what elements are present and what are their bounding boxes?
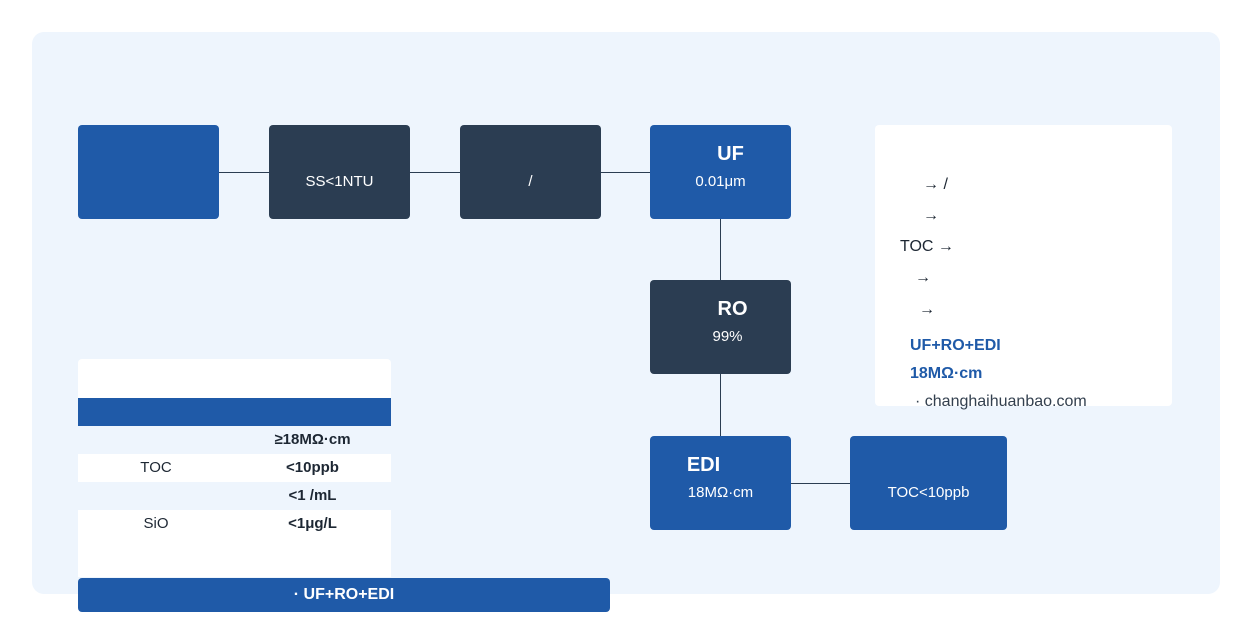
stage-sub: SS<1NTU: [305, 173, 374, 190]
stage-title: EDI: [686, 454, 721, 476]
connector-edi-out: [791, 483, 850, 484]
table-value: <1μg/L: [288, 515, 337, 532]
stage-title: RO: [717, 298, 748, 320]
stage-sub: 0.01μm: [695, 173, 746, 190]
table-row: TOC <10ppb: [78, 454, 391, 482]
stage-pretreatment: SS<1NTU: [269, 125, 410, 219]
legend-highlight-resistivity: 18MΩ·cm: [910, 365, 983, 382]
connector-1-2: [219, 172, 269, 173]
legend-line: →: [915, 269, 931, 286]
spec-table: ≥18MΩ·cm TOC <10ppb <1 /mL SiO <1μg/L: [78, 359, 391, 577]
table-param: SiO: [143, 515, 169, 532]
stage-raw-water: [78, 125, 219, 219]
connector-uf-ro: [720, 219, 721, 280]
stage-edi: EDI 18MΩ·cm: [650, 436, 791, 530]
connector-ro-edi: [720, 374, 721, 436]
table-header: [78, 398, 391, 426]
table-value: <10ppb: [286, 459, 339, 476]
table-row: SiO <1μg/L: [78, 510, 391, 538]
stage-output: TOC<10ppb: [850, 436, 1007, 530]
table-value: <1 /mL: [288, 487, 337, 504]
connector-2-3: [410, 172, 460, 173]
legend-line: →: [919, 301, 935, 318]
table-param: TOC: [140, 459, 172, 476]
legend-highlight-process: UF+RO+EDI: [910, 337, 1001, 354]
stage-filter: /: [460, 125, 601, 219]
stage-sub: 99%: [712, 328, 743, 345]
legend-line: TOC →: [900, 238, 954, 255]
table-row: ≥18MΩ·cm: [78, 426, 391, 454]
stage-sub: 18MΩ·cm: [687, 484, 754, 501]
stage-ro: RO 99%: [650, 280, 791, 374]
stage-title: UF: [717, 143, 744, 165]
stage-sub: /: [528, 173, 533, 190]
connector-3-4: [601, 172, 650, 173]
legend-line: → /: [923, 176, 948, 193]
legend-line: →: [923, 207, 939, 224]
footer-banner: · UF+RO+EDI: [78, 578, 610, 612]
table-row: <1 /mL: [78, 482, 391, 510]
legend-website: · changhaihuanbao.com: [915, 393, 1087, 410]
table-value: ≥18MΩ·cm: [274, 431, 351, 448]
stage-uf: UF 0.01μm: [650, 125, 791, 219]
legend-panel: → / → TOC → → → UF+RO+EDI 18MΩ·cm · chan…: [875, 125, 1172, 410]
stage-sub: TOC<10ppb: [887, 484, 970, 501]
